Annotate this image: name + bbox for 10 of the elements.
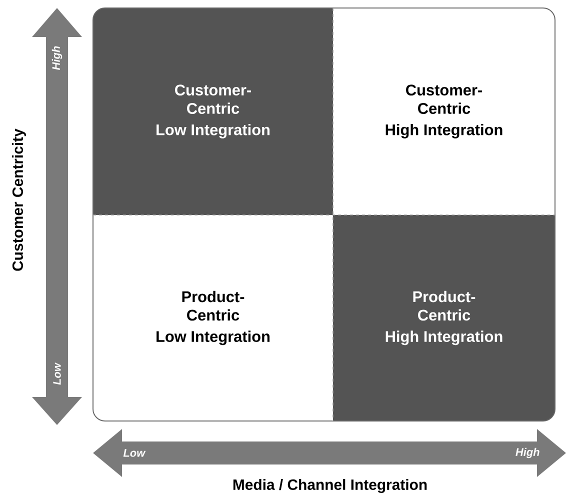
axis-title: Media / Channel Integration — [233, 478, 427, 493]
axis-end-label: Low — [53, 362, 61, 385]
axis-end-label: Low — [123, 449, 146, 457]
axis-title: Customer Centricity — [12, 128, 26, 271]
quadrant: Product- Centric High Integration — [333, 214, 555, 421]
quadrant: Customer- Centric Low Integration — [93, 8, 333, 215]
axis-end-label: High — [516, 448, 540, 458]
axis-end-label: High — [52, 46, 62, 70]
quadrant: Customer- Centric High Integration — [386, 84, 502, 138]
quadrant: Product- Centric Low Integration — [156, 290, 270, 346]
